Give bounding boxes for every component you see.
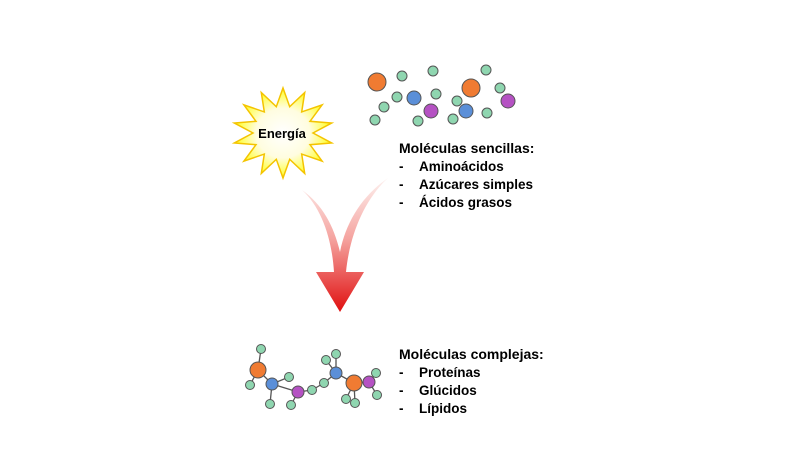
green-molecule xyxy=(451,95,463,107)
green-atom xyxy=(256,344,266,354)
orange-molecule xyxy=(461,78,481,98)
complex-item-label: Lípidos xyxy=(419,401,467,416)
purple-molecule xyxy=(500,93,516,109)
green-atom xyxy=(350,398,360,408)
green-molecule xyxy=(481,107,493,119)
purple-atom xyxy=(362,375,376,389)
list-item: -Ácidos grasos xyxy=(399,195,513,210)
list-item: -Proteínas xyxy=(399,365,481,380)
orange-molecule xyxy=(367,72,387,92)
simple-molecules-legend: Moléculas sencillas: -Aminoácidos -Azúca… xyxy=(399,139,534,212)
simple-item-label: Ácidos grasos xyxy=(419,195,513,210)
green-atom xyxy=(341,394,351,404)
orange-atom xyxy=(345,374,363,392)
green-molecule xyxy=(396,70,408,82)
complex-molecules-legend: Moléculas complejas: -Proteínas -Glúcido… xyxy=(399,345,544,418)
purple-atom xyxy=(291,385,305,399)
green-atom xyxy=(284,372,294,382)
green-atom xyxy=(245,380,255,390)
green-molecule xyxy=(412,115,424,127)
complex-molecules-title: Moléculas complejas: xyxy=(399,346,544,362)
green-molecule xyxy=(430,88,442,100)
energy-sun-icon xyxy=(231,85,335,181)
green-molecule xyxy=(391,91,403,103)
orange-atom xyxy=(249,361,267,379)
blue-atom xyxy=(329,366,343,380)
list-item: -Azúcares simples xyxy=(399,177,534,192)
green-atom xyxy=(307,385,317,395)
list-item: -Lípidos xyxy=(399,401,467,416)
list-item: -Glúcidos xyxy=(399,383,477,398)
green-atom xyxy=(265,399,275,409)
blue-molecule xyxy=(458,103,474,119)
green-molecule xyxy=(480,64,492,76)
green-atom xyxy=(321,355,331,365)
simple-item-label: Azúcares simples xyxy=(419,177,534,192)
blue-molecule xyxy=(406,90,422,106)
green-molecule xyxy=(447,113,459,125)
simple-molecules-title: Moléculas sencillas: xyxy=(399,140,535,156)
green-atom xyxy=(331,349,341,359)
complex-item-label: Glúcidos xyxy=(419,383,477,398)
green-molecule xyxy=(427,65,439,77)
green-molecule xyxy=(378,101,390,113)
simple-item-label: Aminoácidos xyxy=(419,159,504,174)
complex-molecule-chain xyxy=(245,344,382,410)
green-molecule xyxy=(494,82,506,94)
blue-atom xyxy=(265,377,279,391)
green-atom xyxy=(372,390,382,400)
transformation-arrow xyxy=(302,178,388,312)
green-molecule xyxy=(369,114,381,126)
green-atom xyxy=(286,400,296,410)
green-atom xyxy=(371,368,381,378)
list-item: -Aminoácidos xyxy=(399,159,504,174)
complex-item-label: Proteínas xyxy=(419,365,481,380)
purple-molecule xyxy=(423,103,439,119)
energy-label: Energía xyxy=(258,126,306,141)
green-atom xyxy=(319,378,329,388)
simple-molecules-cluster xyxy=(367,64,516,127)
